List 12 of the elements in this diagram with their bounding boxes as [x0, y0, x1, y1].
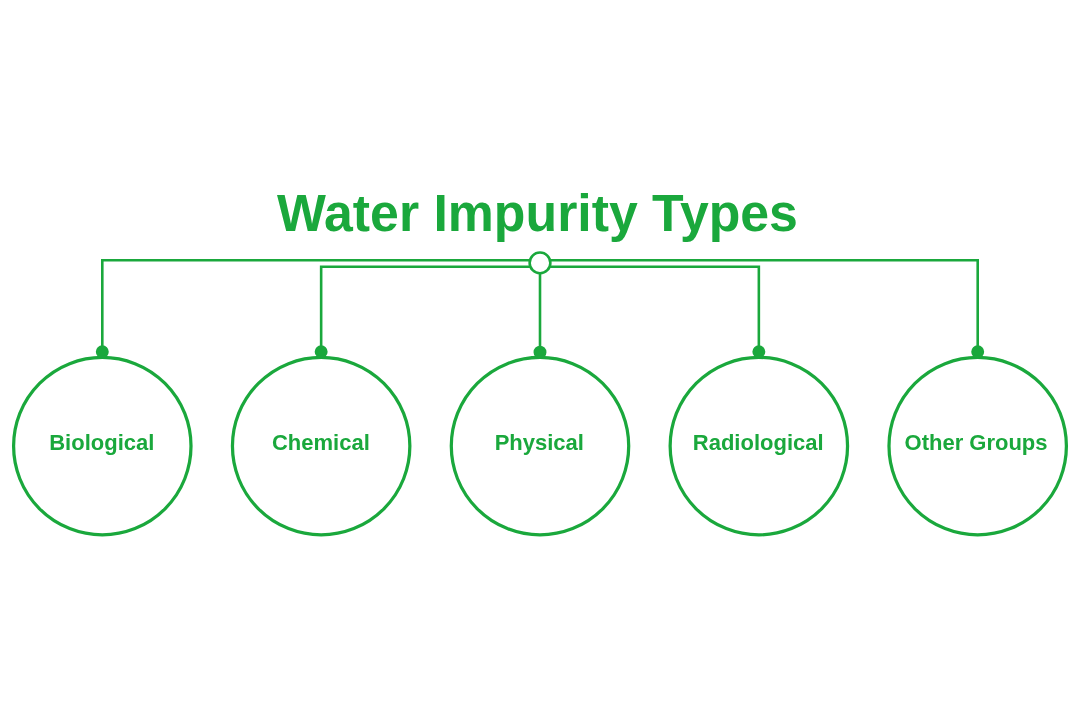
- diagram-title: Water Impurity Types: [277, 183, 798, 242]
- node-circle: Biological: [12, 355, 193, 537]
- node-circle: Radiological: [668, 355, 850, 537]
- connector: [549, 265, 766, 359]
- connector: [95, 259, 530, 359]
- node-circle: [528, 251, 552, 275]
- node-circle: Chemical: [230, 355, 412, 537]
- connector: [314, 265, 531, 359]
- node-circle: Other Groups: [887, 355, 1068, 537]
- connector: [550, 259, 985, 359]
- connector: [533, 273, 547, 359]
- node-circle: Physical: [449, 355, 631, 537]
